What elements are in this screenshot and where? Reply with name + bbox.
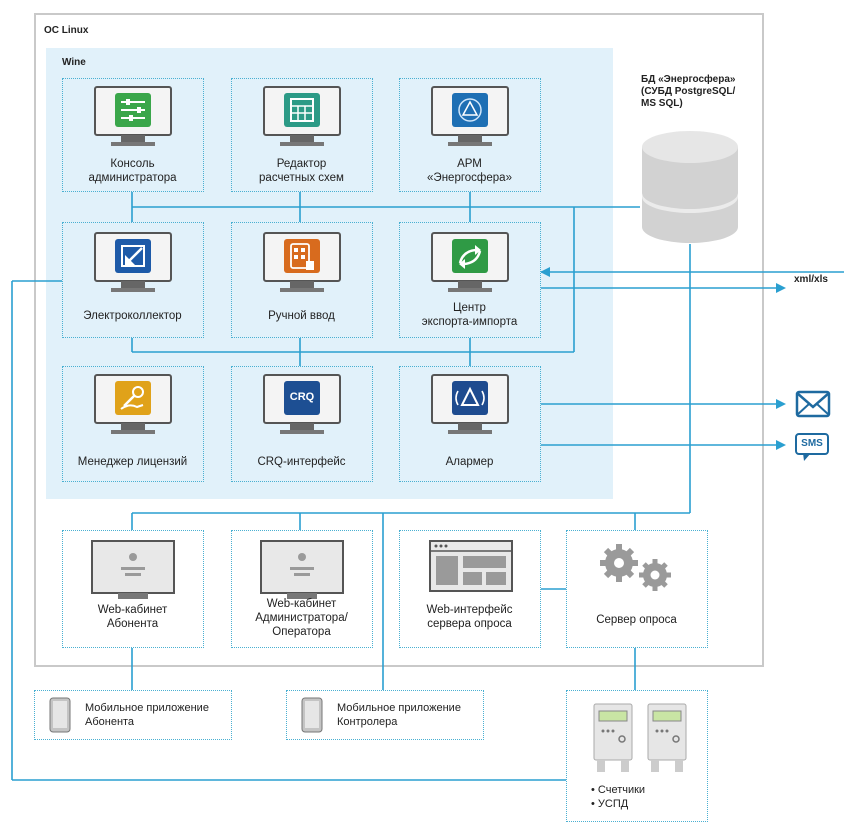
poll-web-label-2: сервера опроса [427,618,512,630]
wine-label: Wine [62,57,86,68]
console-label-2: администратора [88,172,177,184]
phone-icon [301,697,323,733]
xml-xls-label: xml/xls [794,274,828,285]
web-admin-label-2: Администратора/ [255,612,348,624]
poll-web-label-1: Web-интерфейс [426,604,513,616]
module-crq[interactable]: CRQ CRQ-интерфейс [231,366,373,482]
poll-server-label: Сервер опроса [596,614,677,626]
web-admin-box[interactable]: Web-кабинет Администратора/ Оператора [231,530,373,648]
monitor-icon [431,86,509,146]
mobile-abonent-label-1: Мобильное приложение [85,702,209,714]
monitor-icon [94,86,172,146]
database-icon [642,131,738,243]
module-arm[interactable]: АРМ «Энергосфера» [399,78,541,192]
meter-icon [647,703,687,772]
web-abonent-label-1: Web-кабинет [97,604,168,616]
mobile-abonent-label-2: Абонента [85,716,135,728]
manual-input-label: Ручной ввод [268,310,335,322]
license-manager-label: Менеджер лицензий [77,456,188,468]
module-console[interactable]: Консоль администратора [62,78,204,192]
db-label-1: БД «Энергосфера» [641,74,736,85]
monitor-icon [263,86,341,146]
mobile-abonent-box[interactable]: Мобильное приложение Абонента [34,690,232,740]
module-collector[interactable]: Электроколлектор [62,222,204,338]
web-abonent-box[interactable]: Web-кабинет Абонента [62,530,204,648]
arm-label-1: АРМ [457,158,482,170]
web-abonent-label-2: Абонента [106,618,159,630]
gears-icon [600,544,671,591]
module-alarmer[interactable]: Алармер [399,366,541,482]
envelope-icon [795,390,831,418]
module-export-center[interactable]: Центр экспорта-импорта [399,222,541,338]
sms-tail-icon [803,453,811,461]
crq-label: CRQ-интерфейс [257,456,346,468]
module-license-manager[interactable]: Менеджер лицензий [62,366,204,482]
meters-item-2: • УСПД [591,798,629,810]
crq-badge: CRQ [289,391,315,403]
monitor-icon [263,374,341,434]
web-admin-label-1: Web-кабинет [266,598,337,610]
os-linux-frame [34,13,764,667]
collector-label: Электроколлектор [83,310,182,322]
web-page-icon [260,540,344,599]
web-layout-icon [429,540,513,592]
schema-editor-label-1: Редактор [276,158,327,170]
db-label-2: (СУБД PostgreSQL/ [641,86,736,97]
meters-item-1: • Счетчики [591,784,646,796]
arm-label-2: «Энергосфера» [427,172,512,184]
monitor-icon [94,374,172,434]
schema-editor-label-2: расчетных схем [259,172,344,184]
export-center-label-1: Центр [453,302,486,314]
db-label: БД «Энергосфера» (СУБД PostgreSQL/ MS SQ… [641,74,735,110]
monitor-icon [431,232,509,292]
monitor-icon [263,232,341,292]
os-linux-label: ОС Linux [44,25,89,36]
monitor-icon [431,374,509,434]
console-label-1: Консоль [110,158,155,170]
alarmer-label: Алармер [445,456,494,468]
monitor-icon [94,232,172,292]
mobile-controller-label-1: Мобильное приложение [337,702,461,714]
meters-box[interactable]: • Счетчики • УСПД [566,690,708,822]
sms-icon: SMS [795,433,829,455]
module-schema-editor[interactable]: Редактор расчетных схем [231,78,373,192]
web-admin-label-3: Оператора [272,626,331,638]
phone-icon [49,697,71,733]
mobile-controller-label-2: Контролера [337,716,398,728]
mobile-controller-box[interactable]: Мобильное приложение Контролера [286,690,484,740]
poll-server-box[interactable]: Сервер опроса [566,530,708,648]
web-poll-interface-box[interactable]: Web-интерфейс сервера опроса [399,530,541,648]
module-manual-input[interactable]: Ручной ввод [231,222,373,338]
db-label-3: MS SQL) [641,98,683,109]
sms-label: SMS [801,438,823,449]
export-center-label-2: экспорта-импорта [421,316,518,328]
meter-icon [593,703,633,772]
web-page-icon [91,540,175,599]
